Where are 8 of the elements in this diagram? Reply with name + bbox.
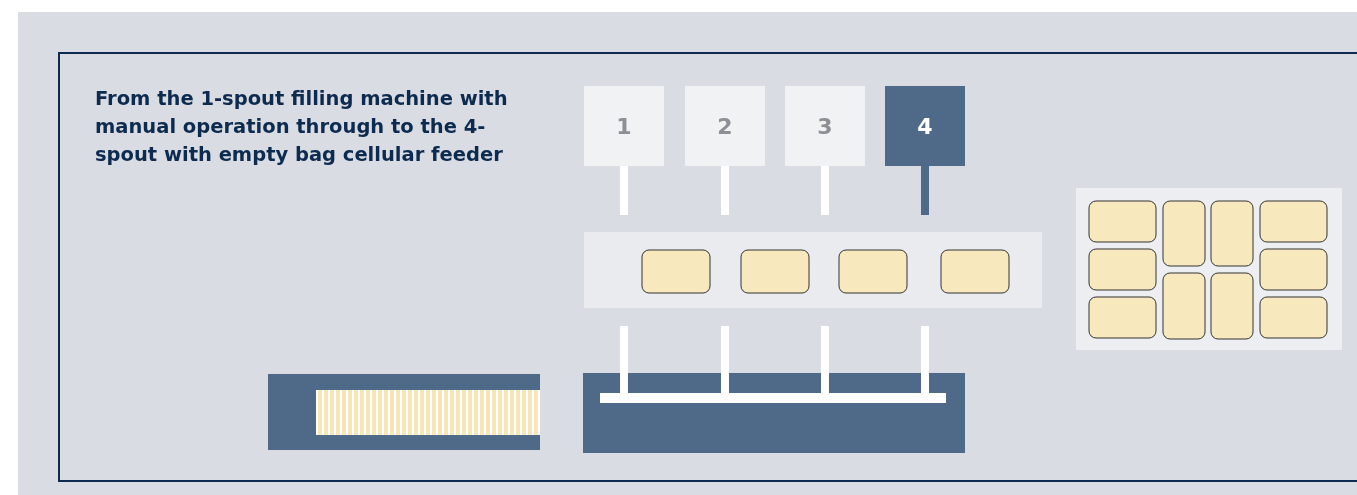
spout-number: 2: [685, 86, 765, 166]
spout-number: 1: [584, 86, 664, 166]
spout-line: [620, 166, 628, 215]
title: From the 1-spout filling machine with manual operation through to the 4-spout with empty bag cellular feeder: [95, 86, 509, 168]
spout-line: [721, 166, 729, 215]
spout-number: 3: [785, 86, 865, 166]
spout-line: [821, 166, 829, 215]
spout-number: 4: [885, 86, 965, 166]
